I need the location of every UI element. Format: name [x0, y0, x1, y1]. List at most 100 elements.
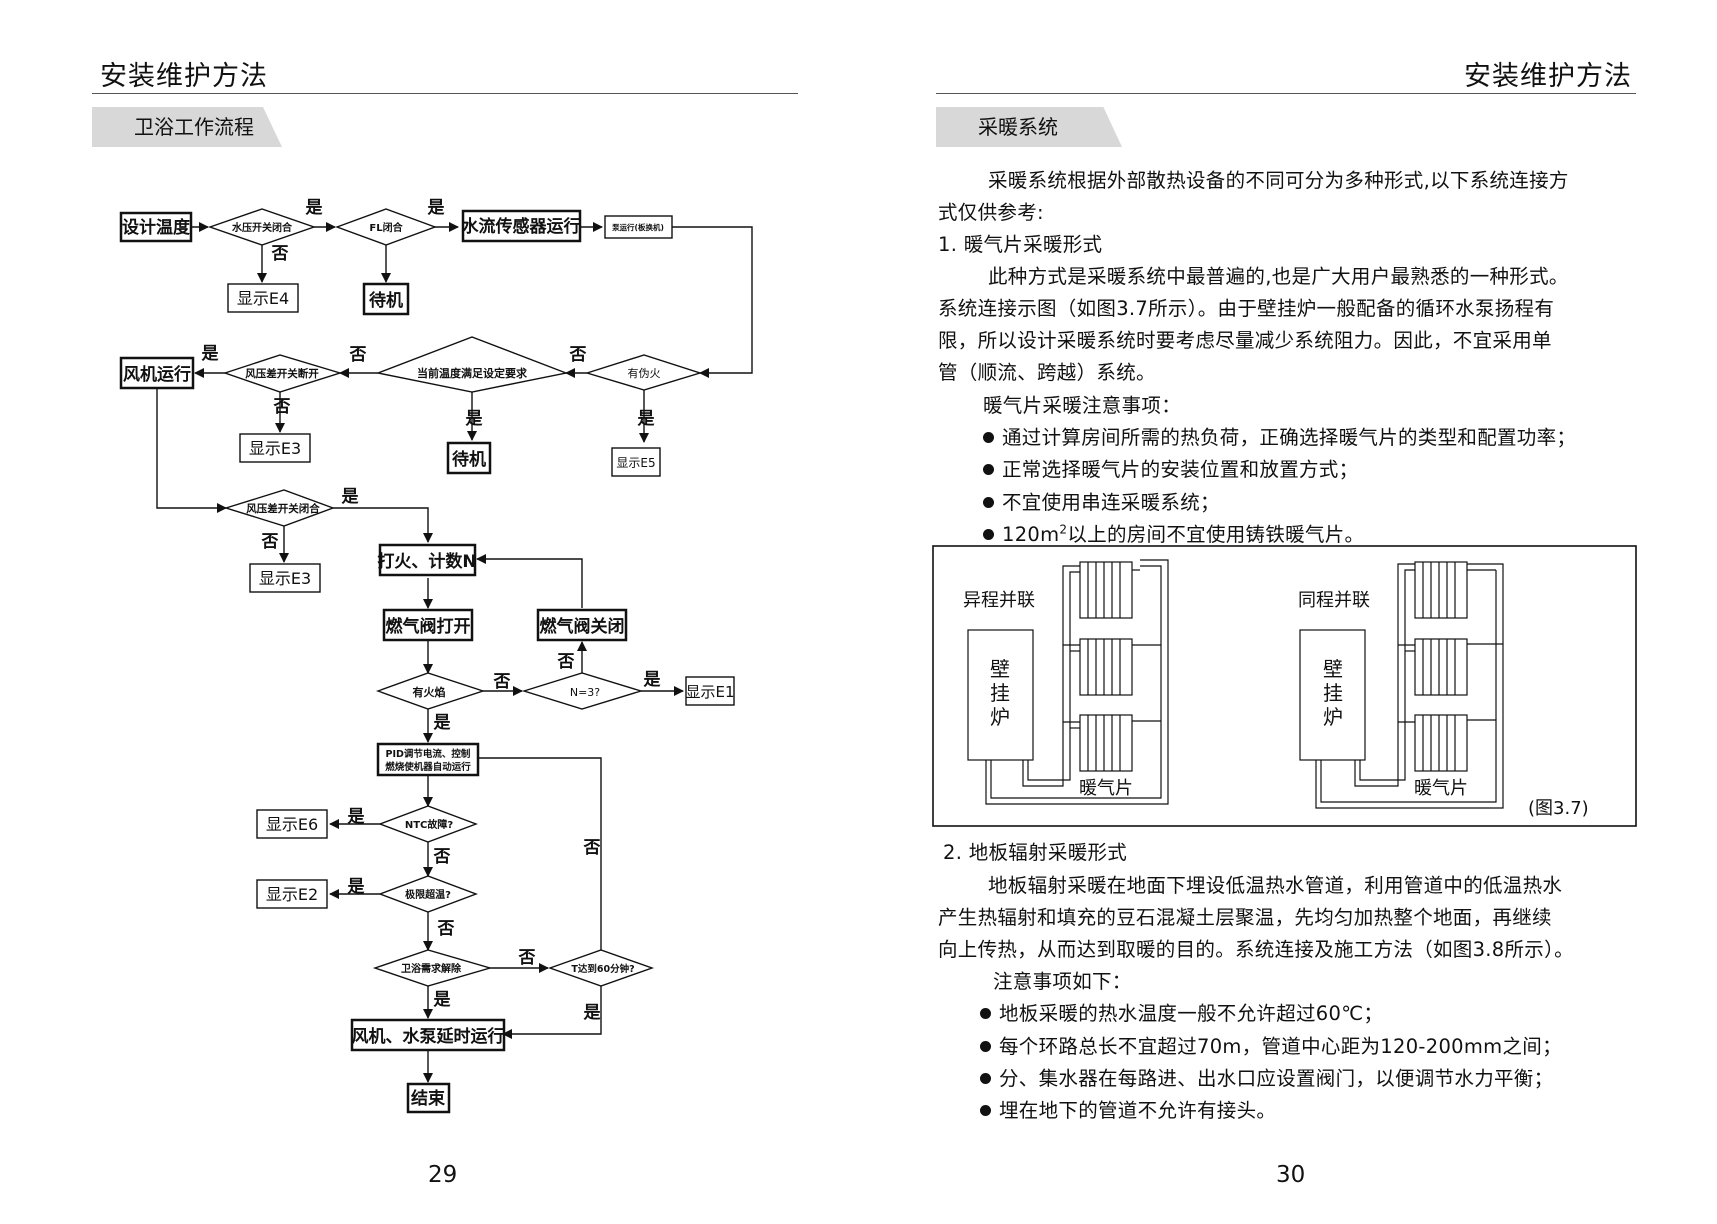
no-label: 否 [271, 244, 289, 264]
yes-label: 是 [434, 713, 451, 733]
paragraph-line: 系统连接示图（如图3.7所示）。由于壁挂炉一般配备的循环水泵扬程有 [938, 297, 1555, 320]
yes-label: 是 [638, 409, 655, 429]
e3a-label: 显示E3 [249, 439, 301, 458]
fan-run-box [119, 356, 195, 390]
bullet-item: 正常选择暖气片的安装位置和放置方式； [983, 453, 1358, 482]
yes-label: 是 [348, 877, 365, 897]
yes-label: 是 [342, 487, 359, 507]
e4-label: 显示E4 [237, 289, 289, 308]
start-box [119, 211, 193, 243]
air-open-label: 风压差开关断开 [245, 367, 319, 380]
superscript: 2 [1059, 522, 1068, 537]
page-number: 30 [1276, 1162, 1306, 1188]
no-label: 否 [433, 847, 451, 867]
bullet-item: 通过计算房间所需的热负荷，正确选择暖气片的类型和配置功率； [983, 421, 1576, 450]
radiator-label: 暖气片 [1414, 778, 1468, 799]
no-label: 否 [261, 532, 279, 552]
start-label: 设计温度 [122, 217, 191, 238]
notes-heading: 注意事项如下： [993, 970, 1132, 993]
bullet-item: 分、集水器在每路进、出水口应设置阀门，以便调节水力平衡； [980, 1062, 1553, 1091]
bullet-item: 120m2以上的房间不宜使用铸铁暖气片。 [983, 518, 1364, 547]
temp-ok-diamond [375, 336, 569, 393]
delay-label: 风机、水泵延时运行 [352, 1026, 505, 1047]
pid-label-2: 燃烧使机器自动运行 [385, 761, 471, 773]
e3a-box [239, 433, 311, 463]
valve-close-box [536, 608, 628, 642]
pump-label: 泵运行(板换机) [612, 222, 664, 232]
e3b-box [249, 563, 321, 593]
standby2-label: 待机 [452, 449, 486, 470]
e2-box [256, 879, 328, 909]
air-close-diamond [223, 489, 336, 527]
page-number: 29 [428, 1162, 458, 1188]
no-label: 否 [349, 345, 367, 365]
bath-flowchart: 设计温度 水压开关闭合 FL闭合 水流传感器运行 泵运行(板换机) 显示E4 待… [119, 198, 753, 1114]
standby1-box [362, 282, 410, 316]
release-diamond [372, 949, 493, 987]
standby1-label: 待机 [369, 290, 403, 311]
paragraph-line: 管（顺流、跨越）系统。 [938, 361, 1156, 384]
bullet-item: 埋在地下的管道不允许有接头。 [980, 1094, 1276, 1123]
no-label: 否 [557, 652, 575, 672]
fl-close-label: FL闭合 [369, 221, 403, 234]
ignite-label: 打火、计数N [377, 551, 476, 572]
boiler-char-3: 炉 [1323, 705, 1343, 729]
header-rule [936, 93, 1636, 94]
paragraph-line: 地板辐射采暖在地面下埋设低温热水管道，利用管道中的低温热水 [988, 874, 1563, 897]
water-switch-diamond [207, 208, 317, 246]
area-value: 120m [1002, 523, 1060, 546]
t60-diamond [547, 949, 655, 987]
boiler-char-1: 壁 [990, 657, 1010, 681]
release-label: 卫浴需求解除 [401, 962, 462, 975]
boiler-char-3: 炉 [990, 705, 1010, 729]
standby2-box [446, 441, 492, 475]
yes-label: 是 [348, 807, 365, 827]
n3-diamond [521, 672, 644, 710]
paragraph-line: 产生热辐射和填充的豆石混凝土层聚温，先均匀加热整个地面，再继续 [938, 906, 1552, 929]
e5-label: 显示E5 [616, 456, 655, 470]
fake-fire-label: 有伪火 [628, 366, 661, 380]
yes-label: 是 [584, 1003, 601, 1023]
fig-left-title: 异程并联 [963, 590, 1035, 611]
e4-box [227, 283, 299, 313]
e1-box [685, 676, 735, 706]
left-page: 安装维护方法 卫浴工作流程 [0, 0, 858, 1224]
no-label: 否 [569, 345, 587, 365]
e1-label: 显示E1 [685, 683, 734, 701]
fl-close-diamond [334, 208, 438, 246]
section-tab: 卫浴工作流程 [92, 107, 282, 147]
end-label: 结束 [411, 1088, 445, 1109]
e2-label: 显示E2 [266, 885, 318, 904]
bullet-item: 不宜使用串连采暖系统； [983, 486, 1220, 515]
section-heading: 1. 暖气片采暖形式 [938, 233, 1103, 256]
header-rule [92, 93, 798, 94]
yes-label: 是 [644, 670, 661, 690]
yes-label: 是 [434, 990, 451, 1010]
no-label: 否 [437, 919, 455, 939]
pid-box [376, 742, 480, 777]
valve-open-box [382, 608, 474, 642]
yes-label: 是 [428, 198, 445, 218]
pump-box [604, 215, 673, 239]
paragraph-line: 式仅供参考: [938, 201, 1044, 224]
boiler-char-2: 挂 [990, 681, 1010, 705]
paragraph-line: 限，所以设计采暖系统时要考虑尽量减少系统阻力。因此，不宜采用单 [938, 329, 1552, 352]
flame-label: 有火焰 [413, 685, 446, 699]
paragraph-line: 向上传热，从而达到取暖的目的。系统连接及施工方法（如图3.8所示）。 [938, 938, 1574, 961]
ntc-label: NTC故障? [405, 818, 454, 831]
section-heading: 2. 地板辐射采暖形式 [943, 841, 1128, 864]
water-switch-label: 水压开关闭合 [231, 221, 293, 234]
boiler-char-1: 壁 [1323, 657, 1343, 681]
flow-sensor-label: 水流传感器运行 [462, 216, 581, 237]
n3-label: N=3? [570, 686, 600, 699]
overheat-label: 极限超温? [405, 888, 451, 901]
body-text-2: 2. 地板辐射采暖形式 地板辐射采暖在地面下埋设低温热水管道，利用管道中的低温热… [858, 0, 1717, 1224]
right-page: 安装维护方法 采暖系统 采暖系统根据外部散热设备的不同可分为多种形式,以下系统连… [858, 0, 1717, 1224]
yes-label: 是 [306, 198, 323, 218]
e5-box [611, 447, 661, 477]
e6-box [256, 809, 328, 839]
body-text: 采暖系统根据外部散热设备的不同可分为多种形式,以下系统连接方 式仅供参考: 1.… [858, 0, 1717, 1224]
yes-label: 是 [202, 344, 219, 364]
ignite-box [378, 543, 477, 577]
fake-fire-diamond [584, 354, 703, 391]
